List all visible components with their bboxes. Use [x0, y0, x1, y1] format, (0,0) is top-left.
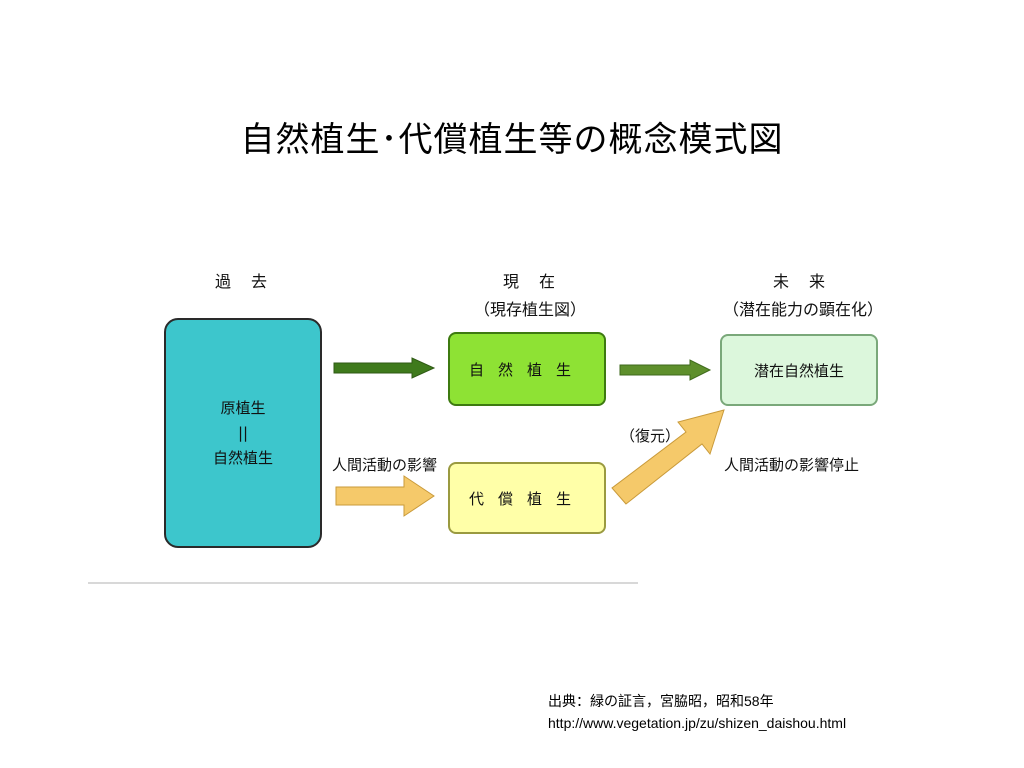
box-past-equals: ||	[237, 423, 249, 442]
source-url: http://www.vegetation.jp/zu/shizen_daish…	[548, 715, 847, 731]
label-human-impact-stop: 人間活動の影響停止	[724, 456, 860, 474]
box-potential-natural-vegetation: 潜在自然植生	[720, 334, 878, 406]
column-header-past: 過 去	[214, 272, 269, 291]
column-subheader-future: （潜在能力の顕在化）	[722, 300, 883, 319]
label-human-impact: 人間活動の影響	[332, 456, 438, 474]
arrow-past-to-substitute	[335, 475, 435, 517]
divider	[88, 582, 638, 584]
box-natural-vegetation: 自然植生	[448, 332, 606, 406]
arrow-restoration	[611, 409, 725, 505]
box-past-line-3: 自然植生	[212, 448, 273, 467]
page-title: 自然植生･代償植生等の概念模式図	[240, 120, 784, 160]
column-subheader-present: （現存植生図）	[473, 300, 586, 319]
source-citation: 出典：緑の証言，宮脇昭，昭和58年 http://www.vegetation.…	[548, 690, 846, 734]
label-restoration: （復元）	[620, 427, 681, 445]
column-header-future: 未 来	[772, 272, 827, 291]
column-header-present: 現 在	[502, 272, 557, 291]
box-original-vegetation: 原植生 || 自然植生	[164, 318, 322, 548]
source-reference: 出典：緑の証言，宮脇昭，昭和58年	[548, 693, 774, 709]
box-past-line-1: 原植生	[220, 398, 266, 417]
arrow-natural-to-potential	[619, 359, 712, 381]
arrow-past-to-natural	[333, 357, 436, 379]
box-substitute-vegetation: 代償植生	[448, 462, 606, 534]
